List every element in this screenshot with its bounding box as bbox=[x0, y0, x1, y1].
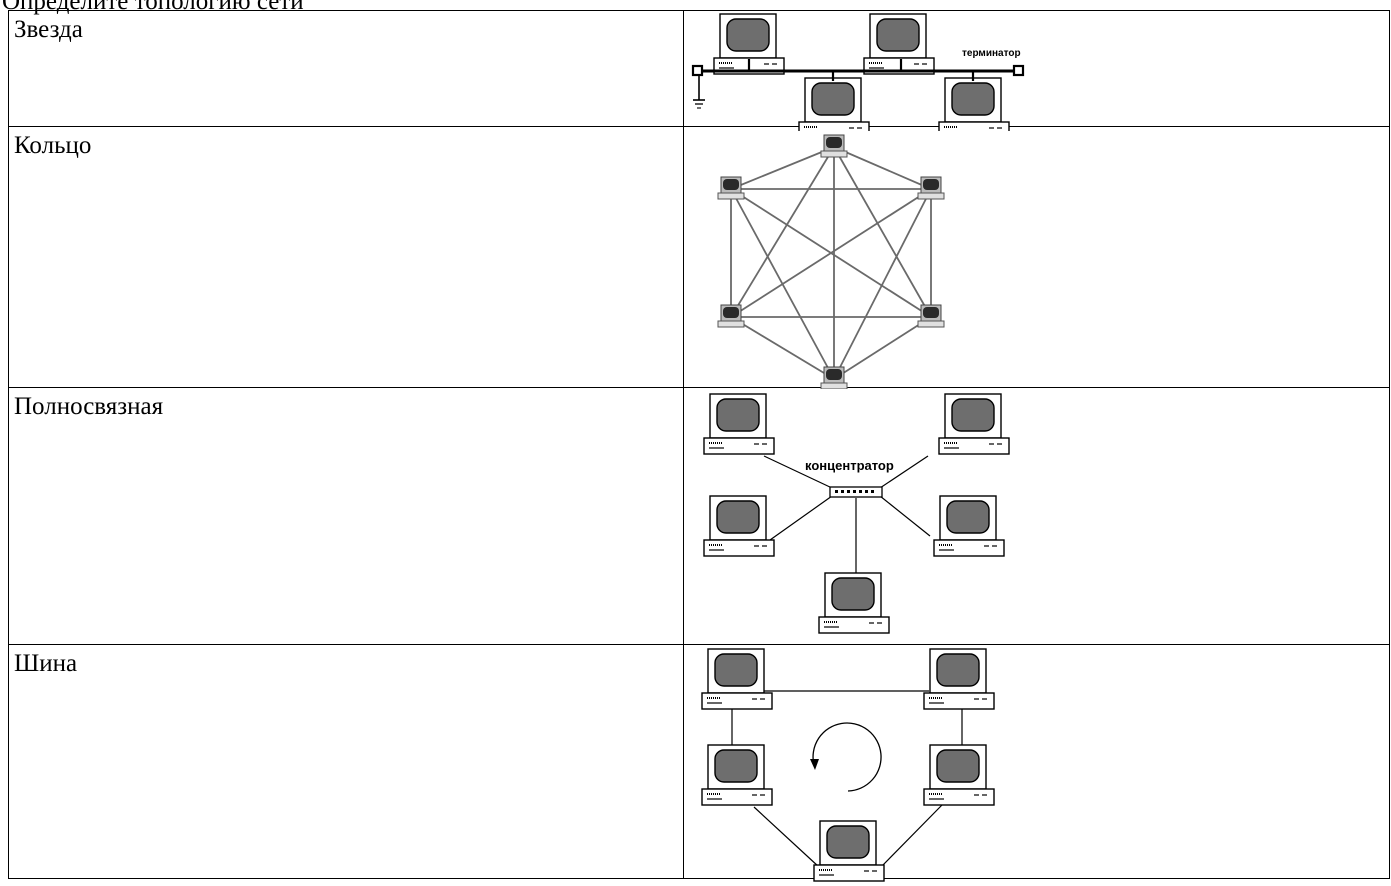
computer-icon bbox=[717, 176, 745, 200]
table-row: Звезда терминатор bbox=[8, 10, 1390, 131]
computer-icon bbox=[923, 648, 995, 710]
terminator-label: терминатор bbox=[962, 48, 1021, 59]
computer-icon bbox=[863, 13, 935, 75]
computer-icon bbox=[818, 572, 890, 634]
computer-icon bbox=[701, 648, 773, 710]
table-row: Кольцо bbox=[8, 126, 1390, 389]
star-topology-diagram: концентратор bbox=[683, 387, 1390, 645]
star-diagram-svg: концентратор bbox=[703, 393, 1010, 634]
table-row: Полносвязная bbox=[8, 387, 1390, 645]
computer-icon bbox=[813, 820, 885, 882]
row-label: Кольцо bbox=[8, 126, 684, 388]
topology-table: Звезда терминатор К bbox=[8, 10, 1390, 882]
computer-icon bbox=[820, 134, 848, 158]
computer-icon bbox=[798, 77, 870, 131]
row-label: Полносвязная bbox=[8, 387, 684, 645]
computer-icon bbox=[917, 176, 945, 200]
computer-icon bbox=[933, 495, 1005, 557]
hub-label: концентратор bbox=[805, 458, 894, 473]
computer-icon bbox=[938, 393, 1010, 455]
row-label: Звезда bbox=[8, 10, 684, 127]
direction-arrow-icon bbox=[812, 722, 882, 792]
computer-icon bbox=[820, 366, 848, 389]
terminator-icon bbox=[1012, 64, 1025, 77]
ring-topology-diagram bbox=[683, 644, 1390, 882]
computer-icon bbox=[938, 77, 1010, 131]
table-row: Шина bbox=[8, 644, 1390, 882]
row-label: Шина bbox=[8, 644, 684, 879]
computer-icon bbox=[717, 304, 745, 328]
computer-icon bbox=[917, 304, 945, 328]
computer-icon bbox=[703, 393, 775, 455]
bus-topology-diagram: терминатор bbox=[683, 10, 1390, 131]
computer-icon bbox=[703, 495, 775, 557]
computer-icon bbox=[923, 744, 995, 806]
computer-icon bbox=[701, 744, 773, 806]
bus-diagram-svg: терминатор bbox=[691, 13, 1025, 131]
ring-diagram-svg bbox=[701, 648, 995, 882]
terminator-icon bbox=[691, 64, 704, 77]
mesh-diagram-svg bbox=[717, 134, 945, 389]
mesh-topology-diagram bbox=[683, 126, 1390, 389]
